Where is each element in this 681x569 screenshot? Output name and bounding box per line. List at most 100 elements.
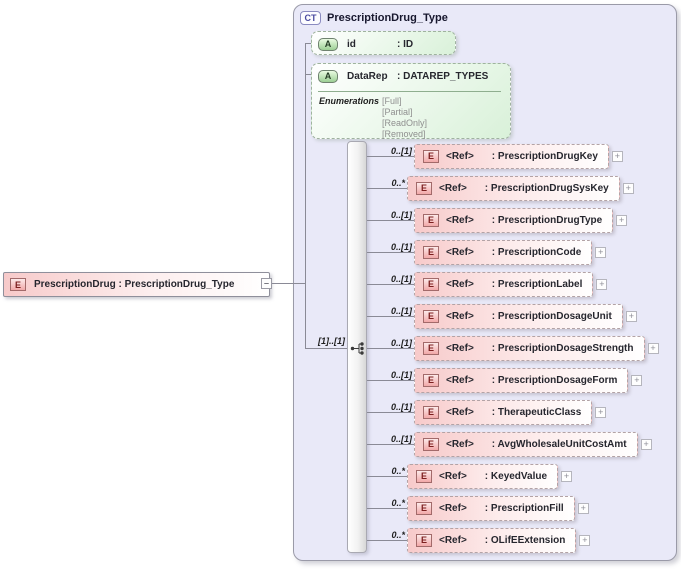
attribute-head: A id : ID (312, 32, 455, 56)
element-type-label: : PrescriptionDosageStrength (491, 342, 634, 354)
element-icon: E (423, 405, 439, 419)
element-row: 0..[1] E <Ref> : PrescriptionDosageForm … (367, 367, 643, 393)
global-element-label: PrescriptionDrug : PrescriptionDrug_Type (34, 279, 235, 290)
ref-label: <Ref> (439, 502, 467, 514)
element-ref-box[interactable]: E <Ref> : OLifEExtension (407, 527, 577, 553)
element-type-label: : KeyedValue (484, 470, 548, 482)
element-icon: E (416, 181, 432, 195)
element-ref-box[interactable]: E <Ref> : PrescriptionDrugSysKey (407, 175, 620, 201)
element-ref-box[interactable]: E <Ref> : PrescriptionDrugType (414, 207, 614, 233)
element-icon: E (423, 341, 439, 355)
element-row: 0..[1] E <Ref> : PrescriptionDosageStren… (367, 335, 659, 361)
cardinality-label: 0..* (391, 466, 405, 476)
element-ref-box[interactable]: E <Ref> : PrescriptionCode (414, 239, 593, 265)
enumerations-block: Enumerations [Full] [Partial] [ReadOnly]… (319, 96, 427, 140)
element-ref-box[interactable]: E <Ref> : PrescriptionDosageUnit (414, 303, 623, 329)
attribute-name: DataRep (347, 70, 388, 82)
attribute-datarep-box[interactable]: A DataRep : DATAREP_TYPES Enumerations [… (311, 63, 511, 139)
element-type-label: : PrescriptionDosageForm (491, 374, 618, 386)
expand-button[interactable]: + (625, 310, 637, 322)
connector: 0..[1] (367, 239, 414, 265)
element-icon: E (423, 309, 439, 323)
element-icon: E (423, 245, 439, 259)
attribute-type: : DATAREP_TYPES (397, 70, 489, 82)
expand-button[interactable]: + (596, 278, 608, 290)
sequence-icon[interactable] (350, 342, 365, 355)
expand-button[interactable]: + (595, 406, 607, 418)
element-row: 0..* E <Ref> : OLifEExtension + (367, 527, 591, 553)
tree-branch (305, 348, 347, 349)
element-ref-box[interactable]: E <Ref> : PrescriptionLabel (414, 271, 594, 297)
sequence-cardinality-label: [1]..[1] (318, 336, 345, 346)
enumeration-values: [Full] [Partial] [ReadOnly] [Removed] (382, 96, 427, 140)
enumeration-value: [Removed] (382, 129, 426, 139)
cardinality-label: 0..* (391, 178, 405, 188)
connector: 0..[1] (367, 335, 414, 361)
ref-label: <Ref> (446, 278, 474, 290)
element-ref-box[interactable]: E <Ref> : KeyedValue (407, 463, 559, 489)
ref-label: <Ref> (446, 406, 474, 418)
element-ref-box[interactable]: E <Ref> : TherapeuticClass (414, 399, 593, 425)
enumerations-label: Enumerations (319, 96, 380, 106)
expand-button[interactable]: + (640, 438, 652, 450)
connector: 0..[1] (367, 271, 414, 297)
connector: 0..[1] (367, 143, 414, 169)
cardinality-label: 0..[1] (390, 434, 412, 444)
ref-label: <Ref> (446, 374, 474, 386)
cardinality-label: 0..[1] (390, 274, 412, 284)
element-row: 0..[1] E <Ref> : PrescriptionDosageUnit … (367, 303, 637, 329)
element-ref-box[interactable]: E <Ref> : PrescriptionDosageForm (414, 367, 629, 393)
complex-type-title: PrescriptionDrug_Type (327, 12, 448, 24)
element-row: 0..* E <Ref> : PrescriptionFill + (367, 495, 589, 521)
tree-branch (305, 74, 312, 75)
expand-button[interactable]: + (561, 470, 573, 482)
separator (318, 91, 501, 92)
connector: 0..* (367, 463, 407, 489)
element-icon: E (416, 501, 432, 515)
element-type-label: : PrescriptionDrugType (491, 214, 603, 226)
expand-button[interactable]: + (611, 150, 623, 162)
expand-button[interactable]: + (595, 246, 607, 258)
element-icon: E (423, 213, 439, 227)
element-ref-box[interactable]: E <Ref> : AvgWholesaleUnitCostAmt (414, 431, 638, 457)
element-type-label: : PrescriptionDrugSysKey (484, 182, 609, 194)
expand-button[interactable]: + (622, 182, 634, 194)
ref-label: <Ref> (446, 342, 474, 354)
connector: 0..* (367, 175, 407, 201)
ref-label: <Ref> (446, 214, 474, 226)
cardinality-label: 0..[1] (390, 210, 412, 220)
connector: 0..[1] (367, 207, 414, 233)
attribute-head: A DataRep : DATAREP_TYPES (312, 64, 510, 88)
expand-button[interactable]: + (616, 214, 628, 226)
expand-button[interactable]: + (631, 374, 643, 386)
element-ref-box[interactable]: E <Ref> : PrescriptionFill (407, 495, 575, 521)
element-type-label: : TherapeuticClass (491, 406, 582, 418)
collapse-toggle[interactable]: – (261, 278, 272, 289)
connector: 0..[1] (367, 303, 414, 329)
element-ref-box[interactable]: E <Ref> : PrescriptionDrugKey (414, 143, 609, 169)
expand-button[interactable]: + (579, 534, 591, 546)
element-row: 0..* E <Ref> : KeyedValue + (367, 463, 573, 489)
global-element-prescriptiondrug[interactable]: E PrescriptionDrug : PrescriptionDrug_Ty… (3, 272, 270, 297)
cardinality-label: 0..[1] (390, 146, 412, 156)
enumeration-value: [Full] (382, 96, 402, 106)
element-icon: E (416, 469, 432, 483)
element-icon: E (423, 373, 439, 387)
element-type-label: : PrescriptionLabel (491, 278, 583, 290)
element-row: 0..[1] E <Ref> : PrescriptionCode + (367, 239, 607, 265)
sequence-bar[interactable] (347, 141, 367, 553)
element-ref-box[interactable]: E <Ref> : PrescriptionDosageStrength (414, 335, 645, 361)
expand-button[interactable]: + (577, 502, 589, 514)
connector: 0..* (367, 495, 407, 521)
attribute-id-box[interactable]: A id : ID (311, 31, 456, 55)
connector: 0..* (367, 527, 407, 553)
element-type-label: : PrescriptionFill (484, 502, 564, 514)
element-row: 0..[1] E <Ref> : PrescriptionLabel + (367, 271, 608, 297)
element-icon: E (423, 437, 439, 451)
cardinality-label: 0..[1] (390, 242, 412, 252)
expand-button[interactable]: + (647, 342, 659, 354)
element-type-label: : AvgWholesaleUnitCostAmt (491, 438, 627, 450)
cardinality-label: 0..* (391, 498, 405, 508)
cardinality-label: 0..* (391, 530, 405, 540)
